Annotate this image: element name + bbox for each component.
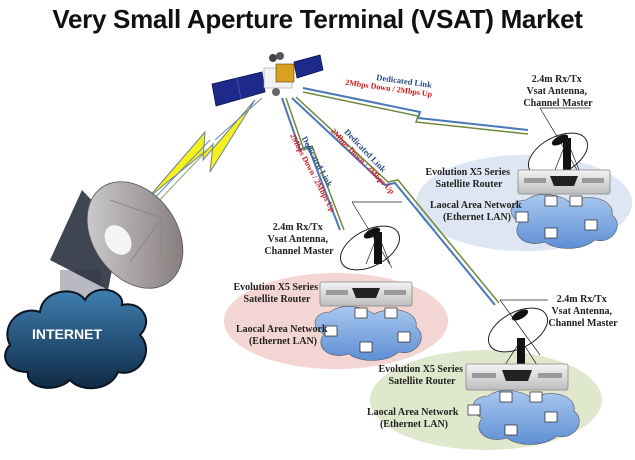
lan-label: Laocal Area Network (Ethernet LAN) xyxy=(367,407,461,430)
vsat-antenna-icon xyxy=(528,107,590,178)
link-line-top-right xyxy=(302,87,529,135)
lan-cloud-icon xyxy=(314,306,422,361)
link-label-top-right: Dedicated Link 2Mbps Down / 2Mbps Up xyxy=(345,72,434,99)
antenna-label: 2.4m Rx/Tx Vsat Antenna, Channel Master xyxy=(523,74,593,109)
vsat-antenna-icon xyxy=(488,299,548,366)
lightning-link-icon xyxy=(147,97,263,209)
router-label: Evolution X5 Series Satellite Router xyxy=(426,167,513,190)
vsat-antenna-icon xyxy=(340,201,402,271)
link-label-bottom-right: Dedicated Link 2Mbps Down / 2Mbps Up xyxy=(329,127,397,197)
page-title: Very Small Aperture Terminal (VSAT) Mark… xyxy=(52,4,583,34)
antenna-label: 2.4m Rx/Tx Vsat Antenna, Channel Master xyxy=(264,222,334,257)
link-line-bottom-right xyxy=(291,96,500,306)
link-line-middle xyxy=(281,97,345,231)
lan-cloud-icon xyxy=(467,390,580,445)
satellite-router-icon xyxy=(517,169,611,195)
router-label: Evolution X5 Series Satellite Router xyxy=(234,282,321,305)
satellite-router-icon xyxy=(319,281,413,307)
lan-label: Laocal Area Network (Ethernet LAN) xyxy=(430,200,524,223)
link-rate: 2Mbps Down / 2Mbps Up xyxy=(329,127,397,197)
antenna-label: 2.4m Rx/Tx Vsat Antenna, Channel Master xyxy=(548,294,618,329)
internet-cloud-icon: INTERNET xyxy=(4,288,147,390)
site-top-right: 2.4m Rx/Tx Vsat Antenna, Channel Master … xyxy=(426,74,618,249)
lan-cloud-icon xyxy=(510,194,618,249)
satellite-icon xyxy=(211,52,324,107)
site-bottom-right: 2.4m Rx/Tx Vsat Antenna, Channel Master … xyxy=(367,294,618,445)
site-middle: 2.4m Rx/Tx Vsat Antenna, Channel Master … xyxy=(234,201,422,361)
lan-label: Laocal Area Network (Ethernet LAN) xyxy=(236,324,330,347)
ground-station-dish-icon xyxy=(50,181,184,315)
satellite-router-icon xyxy=(465,363,569,391)
internet-label: INTERNET xyxy=(32,326,102,342)
router-label: Evolution X5 Series Satellite Router xyxy=(379,364,466,387)
